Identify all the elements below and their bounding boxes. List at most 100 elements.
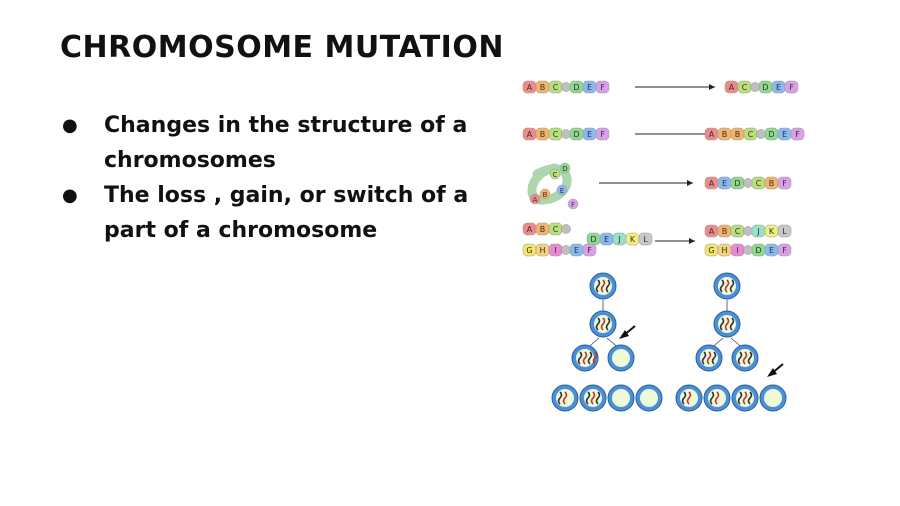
bullet-dot-icon: ● bbox=[62, 185, 78, 206]
chromosome-segment bbox=[777, 243, 792, 257]
chromosome-icon bbox=[719, 317, 725, 331]
segment-label: F bbox=[600, 83, 605, 92]
segment-label: B bbox=[540, 225, 546, 234]
segment-label: E bbox=[574, 246, 579, 255]
pointer-arrow-icon bbox=[619, 330, 629, 339]
centromere-icon bbox=[743, 245, 753, 255]
chromosome-icon bbox=[681, 391, 687, 405]
chromosome-icon bbox=[709, 391, 715, 405]
chromosome-icon bbox=[719, 279, 725, 293]
chromosome-icon bbox=[706, 351, 712, 365]
segment-label: A bbox=[527, 83, 533, 92]
chromosome-segment bbox=[582, 243, 597, 257]
bullet-text: Changes in the structure of a chromosome… bbox=[104, 113, 468, 173]
segment-label: E bbox=[587, 130, 592, 139]
segment-label: C bbox=[756, 179, 762, 188]
chromosome-icon bbox=[595, 317, 601, 331]
chromosome-segment bbox=[556, 184, 568, 196]
centromere-icon bbox=[743, 178, 753, 188]
segment-label: K bbox=[769, 227, 775, 236]
segment-label: H bbox=[539, 246, 545, 255]
segment-label: D bbox=[590, 235, 596, 244]
chromosome-icon bbox=[729, 279, 735, 293]
segment-label: E bbox=[776, 83, 781, 92]
chromosome-icon bbox=[605, 317, 611, 331]
segment-label: B bbox=[540, 83, 546, 92]
bullet-dot-icon: ● bbox=[62, 115, 78, 136]
segment-label: F bbox=[782, 179, 787, 188]
segment-label: A bbox=[709, 227, 715, 236]
segment-label: F bbox=[571, 201, 575, 209]
segment-label: A bbox=[729, 83, 735, 92]
segment-label: B bbox=[722, 130, 728, 139]
segment-label: L bbox=[782, 227, 787, 236]
chromosome-icon bbox=[595, 279, 601, 293]
segment-label: F bbox=[782, 246, 787, 255]
chromosome-segment bbox=[595, 80, 610, 94]
chromosome-icon bbox=[585, 391, 591, 405]
bullet-item: ● The loss , gain, or switch of a part of… bbox=[62, 178, 482, 248]
segment-label: J bbox=[756, 227, 759, 236]
chromosome-icon bbox=[711, 351, 717, 365]
segment-label: E bbox=[560, 187, 564, 195]
segment-label: B bbox=[769, 179, 775, 188]
chromosome-segment bbox=[529, 193, 541, 205]
segment-label: D bbox=[755, 246, 761, 255]
segment-label: A bbox=[527, 130, 533, 139]
segment-label: C bbox=[553, 83, 559, 92]
segment-label: K bbox=[630, 235, 636, 244]
chromosome-segment bbox=[777, 224, 792, 238]
chromosome-segment bbox=[595, 127, 610, 141]
segment-label: B bbox=[543, 191, 548, 199]
segment-label: F bbox=[587, 246, 592, 255]
chromosome-icon bbox=[587, 351, 593, 365]
chromosome-icon bbox=[701, 351, 707, 365]
centromere-icon bbox=[743, 226, 753, 236]
nucleus-icon bbox=[612, 349, 630, 367]
chromosome-icon bbox=[724, 317, 730, 331]
segment-label: A bbox=[709, 130, 715, 139]
segment-label: C bbox=[553, 171, 558, 179]
chromosome-icon bbox=[582, 351, 588, 365]
segment-label: I bbox=[736, 246, 738, 255]
segment-label: C bbox=[553, 130, 559, 139]
slide-title: Chromosome Mutation bbox=[60, 30, 504, 65]
segment-label: C bbox=[748, 130, 754, 139]
chromosome-icon bbox=[600, 317, 606, 331]
centromere-icon bbox=[561, 245, 571, 255]
segment-label: E bbox=[782, 130, 787, 139]
segment-label: B bbox=[735, 130, 741, 139]
arrow-head-icon bbox=[709, 84, 715, 90]
segment-label: G bbox=[708, 246, 714, 255]
bullet-text: The loss , gain, or switch of a part of … bbox=[104, 183, 469, 243]
segment-label: B bbox=[722, 227, 728, 236]
nucleus-icon bbox=[640, 389, 658, 407]
segment-label: D bbox=[762, 83, 768, 92]
chromosome-icon bbox=[714, 391, 720, 405]
inversion-loop bbox=[527, 163, 572, 205]
nucleus-icon bbox=[612, 389, 630, 407]
segment-label: A bbox=[709, 179, 715, 188]
segment-label: F bbox=[789, 83, 794, 92]
bullet-list: ● Changes in the structure of a chromosom… bbox=[62, 108, 482, 248]
chromosome-segment bbox=[549, 168, 561, 180]
chromosome-segment bbox=[777, 176, 792, 190]
segment-label: H bbox=[721, 246, 727, 255]
chromosome-icon bbox=[595, 391, 601, 405]
segment-label: B bbox=[540, 130, 546, 139]
centromere-icon bbox=[750, 82, 760, 92]
chromosome-icon bbox=[737, 351, 743, 365]
bullet-item: ● Changes in the structure of a chromosom… bbox=[62, 108, 482, 178]
segment-label: D bbox=[734, 179, 740, 188]
segment-label: E bbox=[769, 246, 774, 255]
chromosome-icon bbox=[742, 391, 748, 405]
chromosome-icon bbox=[592, 351, 598, 365]
segment-label: C bbox=[735, 227, 741, 236]
chromosome-segment bbox=[559, 162, 571, 174]
segment-label: E bbox=[604, 235, 609, 244]
segment-label: D bbox=[768, 130, 774, 139]
chromosome-icon bbox=[577, 351, 583, 365]
segment-label: A bbox=[533, 196, 538, 204]
